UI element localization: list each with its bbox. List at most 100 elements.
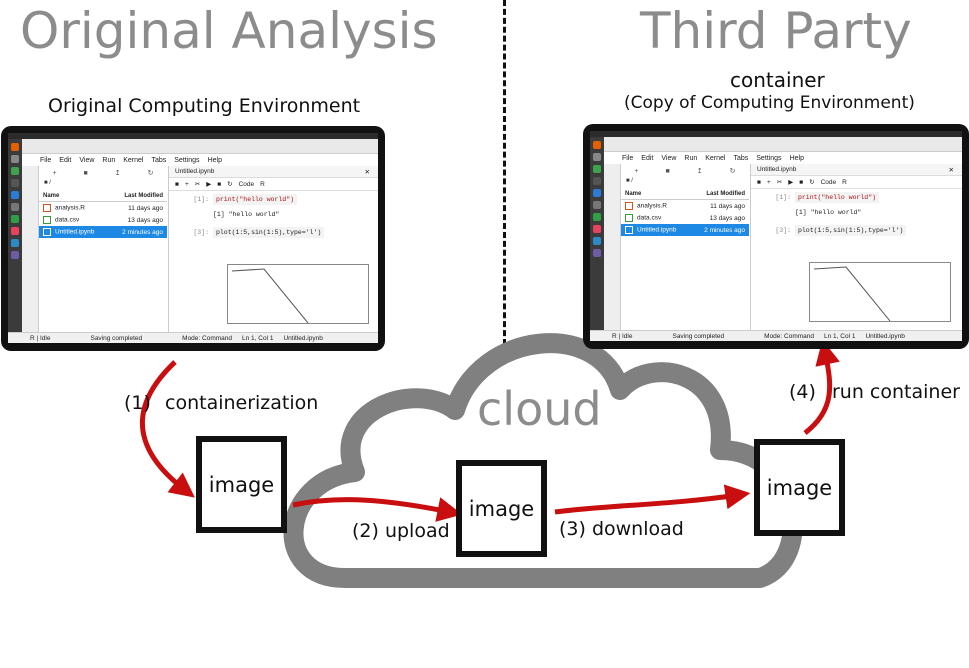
csv-file-icon [43,216,51,224]
col-name[interactable]: Name [43,192,60,199]
new-folder-icon[interactable]: ■ [665,167,670,175]
col-modified[interactable]: Last Modified [124,192,163,199]
cell-type-select[interactable]: Code [820,178,837,186]
menu-edit[interactable]: Edit [641,154,654,162]
status-filename: Untitled.ipynb [865,332,905,340]
os-dock [8,139,22,343]
file-path: / [49,180,51,186]
file-browser: + ■ ↥ ↻ ■ / Name Last Modified analysis.… [621,164,749,331]
cut-icon[interactable]: ✂ [776,179,783,186]
status-filename: Untitled.ipynb [283,334,323,342]
cell-type-select[interactable]: Code [238,180,255,188]
plot-output [227,264,369,324]
menu-help[interactable]: Help [207,156,222,164]
folder-icon: ■ [626,178,632,184]
step1-number: (1) [124,392,151,414]
jupyter-menubar: File Edit View Run Kernel Tabs Settings … [22,154,378,166]
save-icon[interactable]: ■ [757,178,761,186]
notebook-file-icon [43,228,51,236]
file-row[interactable]: analysis.R 11 days ago [621,200,749,212]
cut-icon[interactable]: ✂ [194,181,201,188]
add-cell-icon[interactable]: + [766,178,771,186]
cloud-label: cloud [477,382,602,436]
code-cell[interactable]: [1]:print("hello world") [757,192,956,203]
os-topbar [590,131,962,137]
col-modified[interactable]: Last Modified [706,190,745,197]
notebook-panel: Untitled.ipynb✕ ■ + ✂ ▶ ■ ↻ Code R [1]:p… [750,164,962,331]
menu-kernel[interactable]: Kernel [123,156,144,164]
menu-help[interactable]: Help [789,154,804,162]
save-icon[interactable]: ■ [175,180,179,188]
code-cell[interactable]: [3]:plot(1:5,sin(1:5),type='l') [175,227,372,238]
step4-number: (4) [789,381,816,403]
arrow-containerization [140,360,195,498]
image-box-local: image [196,436,287,533]
menu-settings[interactable]: Settings [756,154,782,162]
jupyter-menubar: File Edit View Run Kernel Tabs Settings … [604,152,962,164]
run-icon[interactable]: ▶ [206,181,212,188]
mode-status: Mode: Command [764,332,815,340]
sidebar-strip [22,166,39,333]
image-box-third-party: image [754,439,845,536]
notebook-tab[interactable]: Untitled.ipynb [757,166,797,173]
upload-icon[interactable]: ↥ [696,168,703,175]
close-tab-icon[interactable]: ✕ [948,166,954,174]
menu-settings[interactable]: Settings [174,156,200,164]
menu-kernel[interactable]: Kernel [705,154,726,162]
file-row[interactable]: analysis.R 11 days ago [39,202,167,214]
file-row[interactable]: Untitled.ipynb 2 minutes ago [621,224,749,236]
csv-file-icon [625,214,633,222]
plot-output [809,262,951,322]
file-row[interactable]: data.csv 13 days ago [621,212,749,224]
menu-view[interactable]: View [79,156,95,164]
stop-icon[interactable]: ■ [217,180,222,188]
col-name[interactable]: Name [625,190,642,197]
menu-run[interactable]: Run [684,154,698,162]
left-title: Original Analysis [20,2,438,60]
notebook-panel: Untitled.ipynb✕ ■ + ✂ ▶ ■ ↻ Code R [1]:p… [168,166,378,333]
refresh-icon[interactable]: ↻ [147,170,154,177]
left-screenshot: File Edit View Run Kernel Tabs Settings … [1,126,385,351]
step3-label: (3) download [559,518,684,540]
menu-file[interactable]: File [40,156,52,164]
save-status: Saving completed [672,332,725,340]
refresh-icon[interactable]: ↻ [729,168,736,175]
status-bar: R | Idle Saving completed Mode: Command … [8,332,378,343]
menu-view[interactable]: View [661,154,677,162]
file-row[interactable]: data.csv 13 days ago [39,214,167,226]
kernel-status: R | Idle [612,332,633,340]
file-row[interactable]: Untitled.ipynb 2 minutes ago [39,226,167,238]
add-cell-icon[interactable]: + [184,180,189,188]
upload-icon[interactable]: ↥ [114,170,121,177]
right-title: Third Party [640,2,912,60]
run-icon[interactable]: ▶ [788,179,794,186]
cell-output: [1] "hello world" [795,209,862,216]
new-folder-icon[interactable]: ■ [83,169,88,177]
notebook-file-icon [625,226,633,234]
right-subtitle-line1: container [730,68,825,92]
arrow-download [554,484,751,515]
r-file-icon [625,202,633,210]
menu-tabs[interactable]: Tabs [151,156,167,164]
section-divider [503,0,506,345]
code-cell[interactable]: [1]:print("hello world") [175,194,372,205]
arrow-run-container [803,339,840,435]
close-tab-icon[interactable]: ✕ [364,168,370,176]
file-browser: + ■ ↥ ↻ ■ / Name Last Modified analysis.… [39,166,167,333]
sidebar-strip [604,164,621,331]
kernel-status: R | Idle [30,334,51,342]
restart-icon[interactable]: ↻ [809,179,815,186]
code-cell[interactable]: [3]:plot(1:5,sin(1:5),type='l') [757,225,956,236]
stop-icon[interactable]: ■ [799,178,804,186]
menu-tabs[interactable]: Tabs [733,154,749,162]
notebook-tab[interactable]: Untitled.ipynb [175,168,215,175]
left-subtitle: Original Computing Environment [48,95,361,117]
image-box-cloud: image [456,460,547,557]
menu-file[interactable]: File [622,154,634,162]
new-launcher-icon[interactable]: + [634,167,639,175]
new-launcher-icon[interactable]: + [52,169,57,177]
browser-bar [604,137,962,152]
restart-icon[interactable]: ↻ [227,181,233,188]
menu-run[interactable]: Run [102,156,116,164]
menu-edit[interactable]: Edit [59,156,72,164]
